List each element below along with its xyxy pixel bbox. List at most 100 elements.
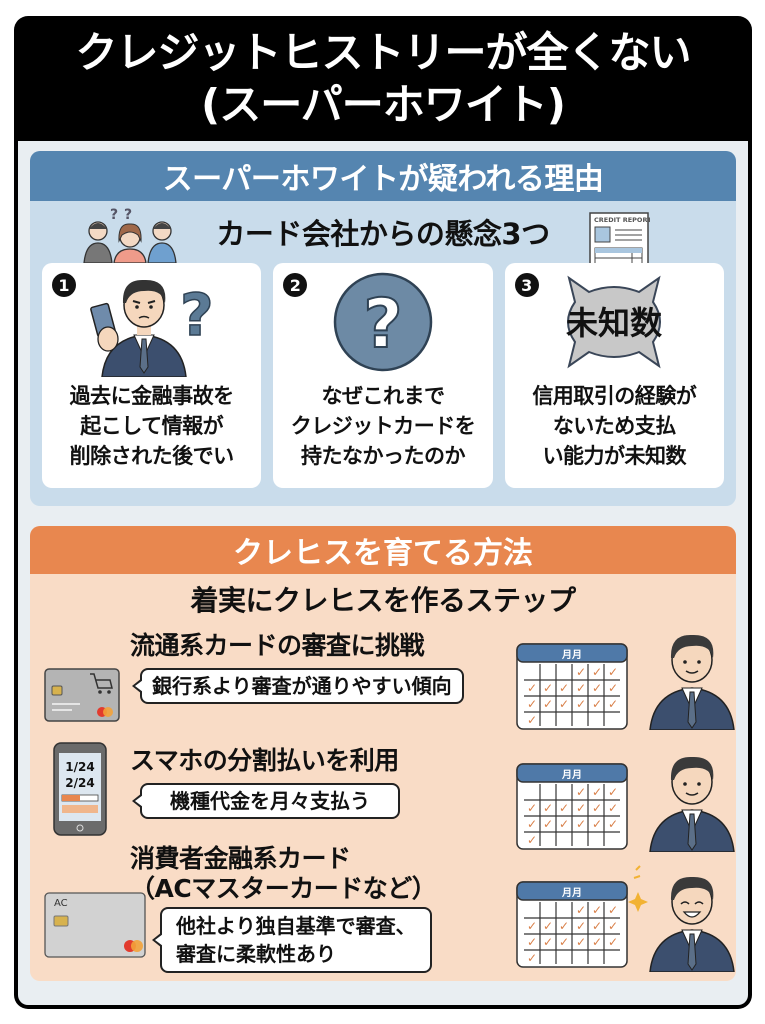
credit-report-icon: CREDIT REPORT	[589, 212, 650, 269]
concern-text-2: なぜこれまで クレジットカードを 持たなかったのか	[290, 384, 476, 468]
svg-text:?: ?	[363, 285, 402, 364]
svg-text:✓: ✓	[543, 919, 553, 933]
svg-text:✓: ✓	[527, 713, 537, 727]
concern-card-2: 2 ? なぜこれまで クレジットカードを 持たなかったのか	[273, 263, 493, 488]
svg-text:✓: ✓	[543, 817, 553, 831]
section-build-history: クレヒスを育てる方法 着実にクレヒスを作るステップ 流通系カードの審査に挑戦 銀…	[30, 526, 736, 981]
smartphone-installment-icon: 1/24 2/24	[53, 742, 107, 836]
title-line-2: (スーパーホワイト)	[201, 79, 566, 129]
businessman-smiling-icon-2	[649, 756, 735, 852]
step-2-title: スマホの分割払いを利用	[130, 746, 399, 775]
section-reasons: スーパーホワイトが疑われる理由 ? ? カード会社からの懸念3つ	[30, 151, 736, 506]
svg-text:✓: ✓	[592, 935, 602, 949]
svg-text:✓: ✓	[608, 935, 618, 949]
svg-text:1/24: 1/24	[65, 760, 94, 774]
businessman-smiling-icon-1	[649, 634, 735, 730]
step-2: 1/24 2/24 スマホの分割払いを利用 機種代金を月々支払う	[30, 741, 736, 851]
svg-text:✓: ✓	[559, 681, 569, 695]
svg-text:✓: ✓	[527, 697, 537, 711]
svg-text:✓: ✓	[527, 801, 537, 815]
concerns-subheading-row: ? ? カード会社からの懸念3つ CREDIT REPORT	[30, 201, 736, 269]
svg-text:✓: ✓	[559, 697, 569, 711]
svg-text:✓: ✓	[592, 903, 602, 917]
unknown-burst-icon: 未知数	[566, 275, 663, 369]
number-badge-2: 2	[283, 273, 308, 297]
svg-text:?: ?	[110, 207, 118, 223]
svg-text:✓: ✓	[559, 817, 569, 831]
svg-text:未知数: 未知数	[566, 304, 663, 342]
concerns-subheading: カード会社からの懸念3つ	[216, 217, 550, 251]
svg-text:✓: ✓	[527, 833, 537, 847]
concern-cards: 1	[30, 263, 736, 488]
calendar-icon-3: 月月 ✓✓✓ ✓✓✓✓✓✓ ✓✓✓✓✓✓ ✓	[516, 881, 628, 968]
svg-text:✓: ✓	[527, 681, 537, 695]
step-1-bubble: 銀行系より審査が通りやすい傾向	[132, 668, 464, 704]
svg-text:✓: ✓	[576, 817, 586, 831]
concern-text-1: 過去に金融事故を 起こして情報が 削除された後でい	[69, 384, 235, 468]
step-3: 消費者金融系カード （ACマスターカードなど） AC 他社より独自基準で審査、 …	[30, 844, 736, 979]
svg-text:✓: ✓	[527, 817, 537, 831]
page-title: クレジットヒストリーが全くない (スーパーホワイト)	[18, 16, 748, 141]
svg-text:2/24: 2/24	[65, 776, 94, 790]
number-badge-1: 1	[52, 273, 76, 297]
svg-text:?: ?	[180, 281, 214, 349]
svg-text:✓: ✓	[543, 681, 553, 695]
svg-text:?: ?	[124, 207, 132, 223]
svg-text:✓: ✓	[527, 951, 537, 965]
concern-text-3: 信用取引の経験が ないため支払 い能力が未知数	[532, 384, 697, 468]
svg-text:✓: ✓	[592, 681, 602, 695]
step-1-title: 流通系カードの審査に挑戦	[130, 631, 425, 660]
question-circle-icon: ?	[333, 272, 433, 372]
businessman-happy-sparkle-icon	[628, 865, 735, 972]
ac-credit-card-icon: AC	[44, 892, 146, 958]
svg-text:月月: 月月	[561, 887, 582, 899]
concern-card-1: 1	[42, 263, 262, 488]
businessman-with-card-question-icon: ?	[89, 279, 214, 377]
svg-text:月月: 月月	[561, 649, 582, 661]
section-build-history-heading: クレヒスを育てる方法	[30, 526, 736, 574]
svg-text:✓: ✓	[559, 919, 569, 933]
svg-text:✓: ✓	[608, 919, 618, 933]
svg-text:AC: AC	[54, 898, 68, 909]
svg-text:✓: ✓	[543, 935, 553, 949]
svg-text:月月: 月月	[561, 769, 582, 781]
svg-text:CREDIT REPORT: CREDIT REPORT	[594, 216, 650, 224]
step-2-bubble: 機種代金を月々支払う	[132, 783, 400, 819]
svg-text:✓: ✓	[543, 801, 553, 815]
calendar-icon-2: 月月 ✓ ✓ ✓ ✓ ✓ ✓ ✓ ✓ ✓ ✓ ✓ ✓ ✓ ✓ ✓ ✓	[516, 763, 628, 850]
svg-text:✓: ✓	[576, 935, 586, 949]
section-reasons-heading: スーパーホワイトが疑われる理由	[30, 151, 736, 201]
confused-people-icon: ? ?	[83, 207, 177, 263]
svg-text:✓: ✓	[608, 903, 618, 917]
svg-text:✓: ✓	[527, 919, 537, 933]
svg-text:✓: ✓	[576, 697, 586, 711]
svg-text:✓: ✓	[592, 817, 602, 831]
steps-subheading: 着実にクレヒスを作るステップ	[190, 584, 576, 617]
step-1: 流通系カードの審査に挑戦 銀行系より審査が通りやすい傾向	[30, 626, 736, 736]
svg-text:✓: ✓	[592, 801, 602, 815]
content-panel: スーパーホワイトが疑われる理由 ? ? カード会社からの懸念3つ	[18, 141, 748, 1005]
svg-text:✓: ✓	[527, 935, 537, 949]
svg-text:✓: ✓	[576, 919, 586, 933]
number-badge-3: 3	[514, 273, 539, 297]
svg-text:✓: ✓	[576, 903, 586, 917]
shopping-credit-card-icon	[44, 668, 120, 722]
svg-text:✓: ✓	[608, 817, 618, 831]
infographic-frame: クレジットヒストリーが全くない (スーパーホワイト) スーパーホワイトが疑われる…	[14, 16, 752, 1009]
title-line-1: クレジットヒストリーが全くない	[75, 27, 691, 77]
svg-text:✓: ✓	[543, 697, 553, 711]
svg-text:✓: ✓	[576, 801, 586, 815]
step-3-bubble: 他社より独自基準で審査、 審査に柔軟性あり	[152, 907, 432, 973]
step-3-title: 消費者金融系カード （ACマスターカードなど）	[130, 844, 437, 903]
svg-text:✓: ✓	[592, 697, 602, 711]
svg-text:✓: ✓	[576, 785, 586, 799]
svg-text:✓: ✓	[608, 785, 618, 799]
svg-text:✓: ✓	[608, 697, 618, 711]
svg-text:✓: ✓	[576, 665, 586, 679]
svg-text:✓: ✓	[608, 801, 618, 815]
svg-text:✓: ✓	[592, 785, 602, 799]
calendar-icon-1: 月月 ✓✓✓ ✓✓✓✓✓✓ ✓✓✓✓✓✓ ✓	[516, 643, 628, 730]
concern-card-3: 3 未知数 信用取引の経験が ないため支払 い能力が未知数	[504, 263, 724, 488]
svg-text:✓: ✓	[592, 665, 602, 679]
svg-text:✓: ✓	[559, 801, 569, 815]
